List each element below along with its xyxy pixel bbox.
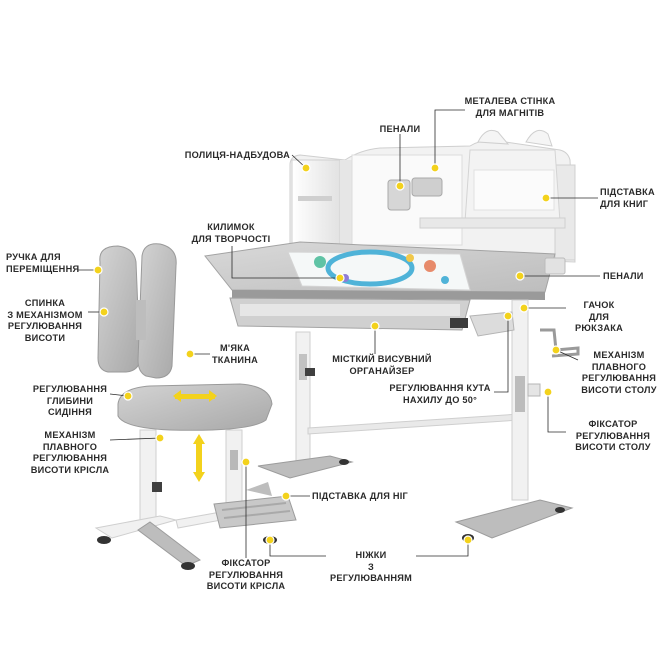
label-soft-fabric: М'ЯКА ТКАНИНА (211, 343, 259, 365)
pencil-holders (387, 177, 443, 211)
callout-marker (265, 535, 275, 545)
desk (204, 129, 580, 542)
callout-tilt (494, 316, 509, 393)
callout-marker (93, 265, 103, 275)
crank-handle (540, 328, 580, 358)
callout-marker (99, 307, 109, 317)
side-pencil-case (544, 257, 566, 275)
callout-chair-height (109, 437, 161, 441)
label-chair-lock: ФІКСАТОР РЕГУЛЮВАННЯ ВИСОТИ КРІСЛА (206, 558, 286, 591)
callout-marker (123, 391, 133, 401)
label-chair-height-mech: МЕХАНІЗМ ПЛАВНОГО РЕГУЛЮВАННЯ ВИСОТИ КРІ… (30, 430, 110, 475)
label-bag-hook: ГАЧОК ДЛЯ РЮКЗАКА (575, 300, 623, 333)
label-tilt-angle: РЕГУЛЮВАННЯ КУТА НАХИЛУ ДО 50° (389, 383, 491, 405)
callout-marker (241, 457, 251, 467)
label-magnetic-wall: МЕТАЛЕВА СТІНКА ДЛЯ МАГНІТІВ (464, 96, 556, 118)
chair-backrest (97, 243, 177, 379)
callout-creative-mat (231, 246, 340, 279)
callout-markers (93, 163, 561, 545)
label-drawer: МІСТКИЙ ВИСУВНИЙ ОРГАНАЙЗЕР (332, 354, 432, 376)
callout-lines (78, 109, 600, 558)
callout-marker (301, 163, 311, 173)
drawer-organizer (229, 297, 471, 331)
label-seat-depth: РЕГУЛЮВАННЯ ГЛИБИНИ СИДІННЯ (32, 384, 108, 417)
chair-seat (117, 383, 273, 431)
callout-marker (395, 181, 405, 191)
height-arrow (196, 440, 202, 476)
label-book-stand: ПІДСТАВКА ДЛЯ КНИГ (600, 187, 655, 209)
seat-depth-arrow (175, 394, 215, 399)
label-backrest: СПИНКА З МЕХАНІЗМОМ РЕГУЛЮВАННЯ ВИСОТИ (7, 298, 83, 343)
callout-marker (335, 273, 345, 283)
callout-marker (515, 271, 525, 281)
desk-left-leg (257, 331, 354, 479)
book-stand (419, 129, 566, 229)
tilt-mechanism (469, 311, 515, 337)
callout-desk-lock (547, 392, 566, 433)
callout-marker (503, 311, 513, 321)
label-creative-mat: КИЛИМОК ДЛЯ ТВОРЧОСТІ (191, 222, 271, 244)
desk-crossbar (307, 413, 521, 435)
callout-marker (541, 193, 551, 203)
callout-marker (155, 433, 165, 443)
desk-right-leg (454, 299, 574, 542)
creative-mat (287, 249, 471, 291)
label-handle: РУЧКА ДЛЯ ПЕРЕМІЩЕННЯ (6, 252, 80, 274)
callout-marker (185, 349, 195, 359)
callout-marker (430, 163, 440, 173)
callout-feet (269, 540, 326, 557)
callout-marker (370, 321, 380, 331)
callout-marker (543, 387, 553, 397)
callout-marker (281, 491, 291, 501)
label-shelf-top: ПОЛИЦЯ-НАДБУДОВА (184, 150, 290, 160)
callout-feet-2 (416, 540, 469, 557)
label-desk-height-mech: МЕХАНІЗМ ПЛАВНОГО РЕГУЛЮВАННЯ ВИСОТИ СТО… (581, 350, 657, 395)
chair-columns (139, 429, 243, 531)
label-pencil-cases-top: ПЕНАЛИ (379, 124, 421, 134)
callout-marker (519, 303, 529, 313)
callout-marker (463, 535, 473, 545)
chair (94, 243, 297, 570)
label-adjustable-feet: НІЖКИ З РЕГУЛЮВАННЯМ (329, 550, 413, 583)
callout-magnetic-wall (434, 109, 465, 168)
footrest (213, 482, 297, 529)
label-footrest: ПІДСТАВКА ДЛЯ НІГ (312, 491, 408, 501)
label-pencil-cases-side: ПЕНАЛИ (603, 271, 644, 281)
callout-marker (551, 345, 561, 355)
label-desk-lock: ФІКСАТОР РЕГУЛЮВАННЯ ВИСОТИ СТОЛУ (575, 419, 651, 452)
